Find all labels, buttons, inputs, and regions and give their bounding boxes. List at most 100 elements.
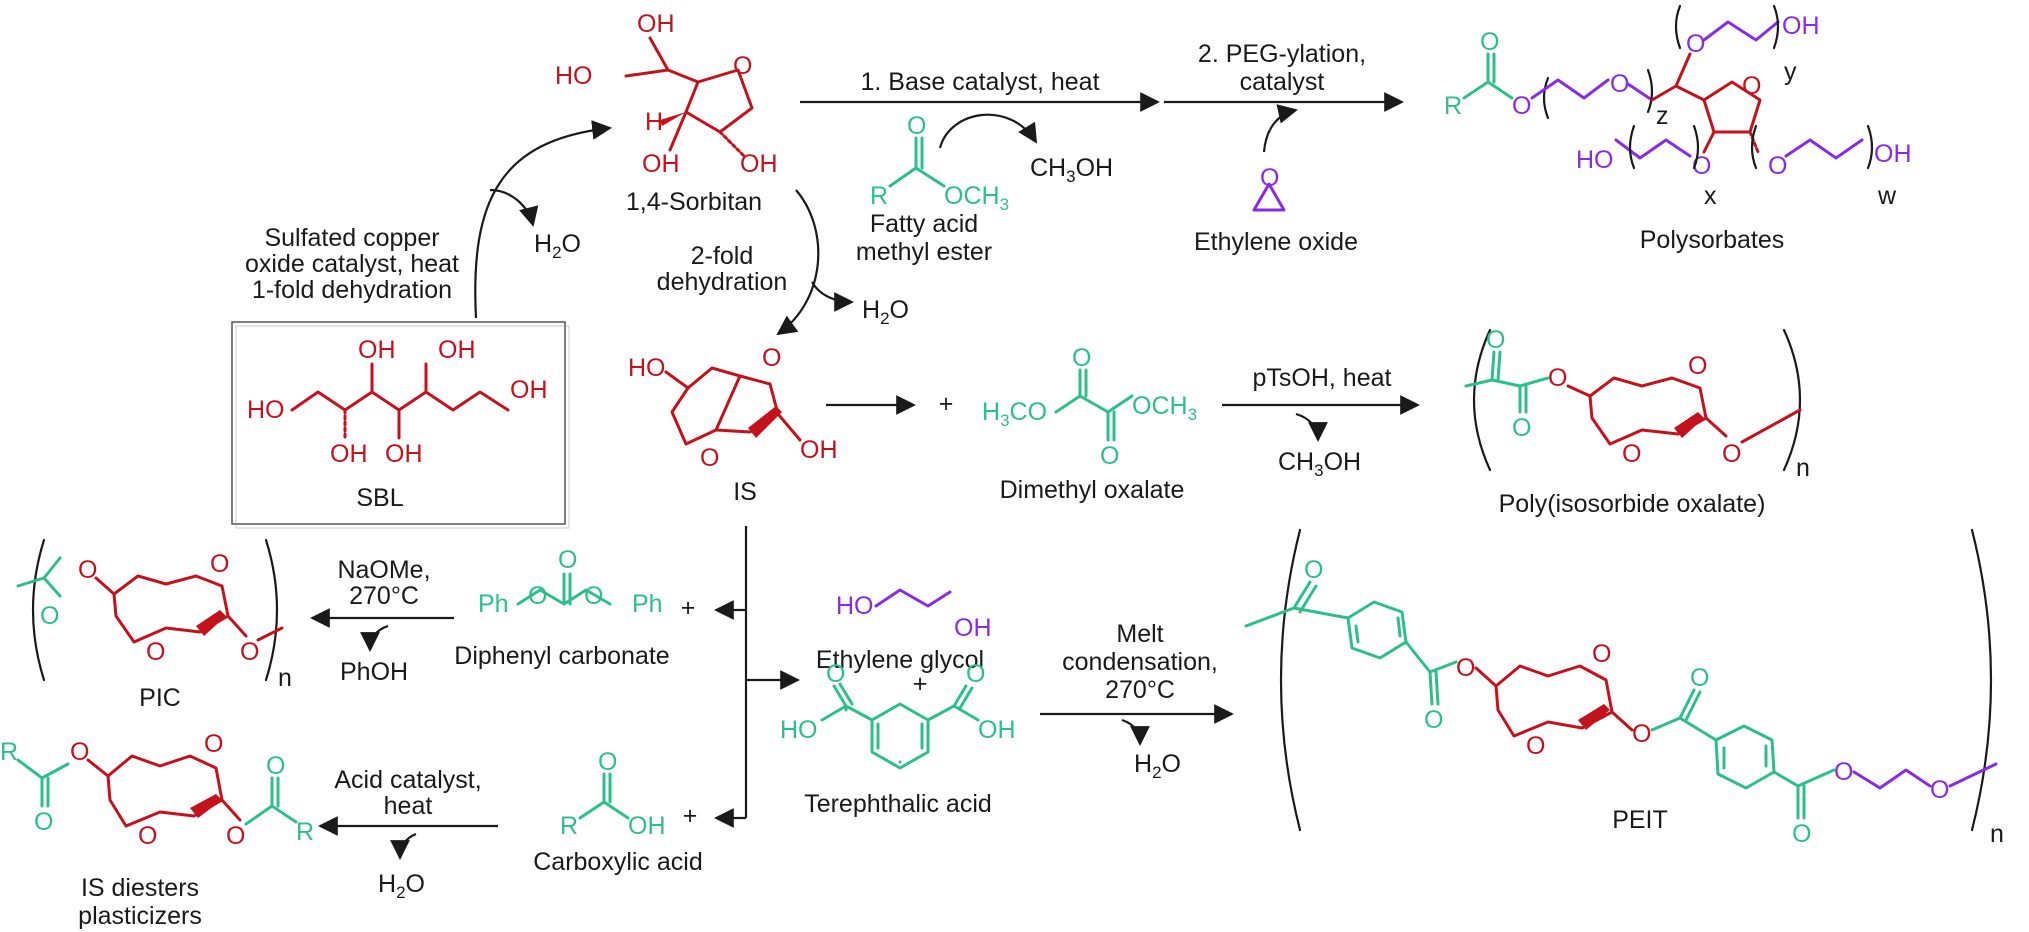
poly-oxalate-ring-o2: O: [1622, 440, 1641, 468]
sbl-box: HO OH OH OH OH OH SBL: [231, 321, 570, 529]
peg-condition-2: catalyst: [1240, 68, 1325, 96]
polysorbate-ho-x: HO: [1576, 146, 1614, 174]
peit-label: PEIT: [1612, 806, 1668, 834]
polysorbate-sub-z: z: [1656, 102, 1669, 130]
methanol-2: CH3OH: [1278, 448, 1361, 480]
polysorbate-o-y: O: [1686, 30, 1705, 58]
ta-o-right: O: [966, 660, 985, 688]
diester-r-right: R: [296, 818, 314, 846]
peit-glycol-o1: O: [1834, 758, 1853, 786]
sorbitan-label: 1,4-Sorbitan: [626, 188, 762, 216]
carbonate-ph-right: Ph: [632, 590, 663, 618]
oxalate-o-top: O: [1072, 344, 1091, 372]
ta-ho: HO: [780, 716, 818, 744]
terephthalic-acid-label: Terephthalic acid: [804, 790, 992, 818]
pic-n: n: [278, 664, 292, 692]
sorbitan-oh-top: OH: [637, 10, 675, 38]
peit-o4: O: [1792, 820, 1811, 848]
diester-ring-o1: O: [204, 730, 223, 758]
is-diesters-label-2: plasticizers: [78, 902, 202, 930]
peit-o1: O: [1304, 556, 1323, 584]
diphenyl-carbonate-label: Diphenyl carbonate: [454, 642, 669, 670]
ptsoh-condition: pTsOH, heat: [1253, 364, 1392, 392]
polysorbate-sub-w: w: [1877, 182, 1897, 210]
step1-condition-1: Sulfated copper: [264, 224, 439, 252]
ethylene-glycol-structure: HO OH: [836, 588, 992, 642]
polysorbate-structure: R O O O z O O y OH O x HO O w OH: [1444, 4, 1912, 210]
arrow-water-loss-4: [390, 832, 417, 860]
sorbitan-ring-o: O: [733, 52, 752, 80]
fame-label-1: Fatty acid: [870, 210, 978, 238]
acid-oh: OH: [628, 812, 666, 840]
sbl-oh-5: OH: [330, 440, 368, 468]
naome-condition-1: NaOMe,: [337, 556, 430, 584]
fame-structure: O R OCH3: [870, 112, 1009, 214]
arrow-methanol-loss-1: [938, 113, 1038, 149]
is-oh: OH: [800, 436, 838, 464]
poly-is-oxalate-label: Poly(isosorbide oxalate): [1499, 490, 1766, 518]
is-diesters-label-1: IS diesters: [81, 874, 199, 902]
naome-condition-2: 270°C: [349, 582, 419, 610]
pic-ring-o2: O: [146, 638, 165, 666]
peit-ring-o1: O: [1592, 640, 1611, 668]
fame-o: O: [907, 112, 926, 140]
plus-carboxylic: +: [683, 802, 698, 830]
sorbitan-oh-left: OH: [642, 150, 680, 178]
poly-oxalate-n: n: [1796, 454, 1810, 482]
arrow-water-loss-3: [1121, 718, 1150, 746]
ta-o-left: O: [826, 660, 845, 688]
arrow-water-loss-2: [811, 281, 854, 312]
melt-condition-1: Melt: [1116, 620, 1163, 648]
sorbitan-structure: OH HO O H OH OH: [555, 10, 778, 178]
peg-condition-1: 2. PEG-ylation,: [1198, 40, 1366, 68]
sbl-oh-4: OH: [510, 376, 548, 404]
arrow-ethylene-oxide: [1262, 104, 1298, 153]
polysorbate-ring-o: O: [1742, 72, 1761, 100]
sbl-oh-3: OH: [438, 336, 476, 364]
poly-oxalate-end-o: O: [1722, 440, 1741, 468]
oxalate-h3co: H3CO: [982, 398, 1047, 430]
diester-ring-o2: O: [138, 822, 157, 850]
water-2: H2O: [862, 296, 909, 328]
twofold-condition-2: dehydration: [657, 268, 788, 296]
sorbitan-h: H: [645, 108, 663, 136]
diester-o-right: O: [266, 752, 285, 780]
melt-condition-3: 270°C: [1105, 676, 1175, 704]
ta-oh: OH: [978, 716, 1016, 744]
carbonate-o-left: O: [528, 582, 547, 610]
peit-n: n: [1990, 820, 2004, 848]
pic-ester-o: O: [78, 556, 97, 584]
peit-glycol-o2: O: [1930, 776, 1949, 804]
arrow-sbl-to-sorbitan: [474, 120, 612, 319]
sorbitan-oh-right: OH: [740, 150, 778, 178]
oxalate-och3: OCH3: [1132, 392, 1197, 424]
is-label: IS: [733, 478, 757, 506]
pic-end-o: O: [240, 638, 259, 666]
peit-ester-o1: O: [1456, 654, 1475, 682]
water-3: H2O: [1134, 750, 1181, 782]
arrow-water-loss-1: [489, 188, 539, 227]
acid-condition-1: Acid catalyst,: [334, 766, 481, 794]
fame-label-2: methyl ester: [856, 238, 992, 266]
acid-o: O: [598, 748, 617, 776]
arrow-methanol-loss-2: [1295, 412, 1328, 442]
water-4: H2O: [378, 870, 425, 902]
fame-och3: OCH3: [944, 182, 1009, 214]
diester-ester-o-right: O: [226, 822, 245, 850]
carboxylic-acid-structure: R O OH: [560, 748, 666, 840]
poly-oxalate-o2: O: [1512, 414, 1531, 442]
sbl-ho-1: HO: [247, 396, 285, 424]
polysorbate-o-z: O: [1610, 70, 1629, 98]
acid-condition-2: heat: [384, 792, 433, 820]
poly-oxalate-o1: O: [1486, 326, 1505, 354]
is-diester-structure: R O O O O O O R: [0, 730, 314, 850]
oxalate-o-bottom: O: [1100, 442, 1119, 470]
peit-ring-o2: O: [1526, 732, 1545, 760]
polysorbate-sub-x: x: [1704, 182, 1717, 210]
poly-oxalate-ring-o1: O: [1688, 352, 1707, 380]
step1-condition-2: oxide catalyst, heat: [245, 250, 459, 278]
is-ring-o-bottom: O: [700, 444, 719, 472]
polysorbate-r: R: [1444, 92, 1462, 120]
